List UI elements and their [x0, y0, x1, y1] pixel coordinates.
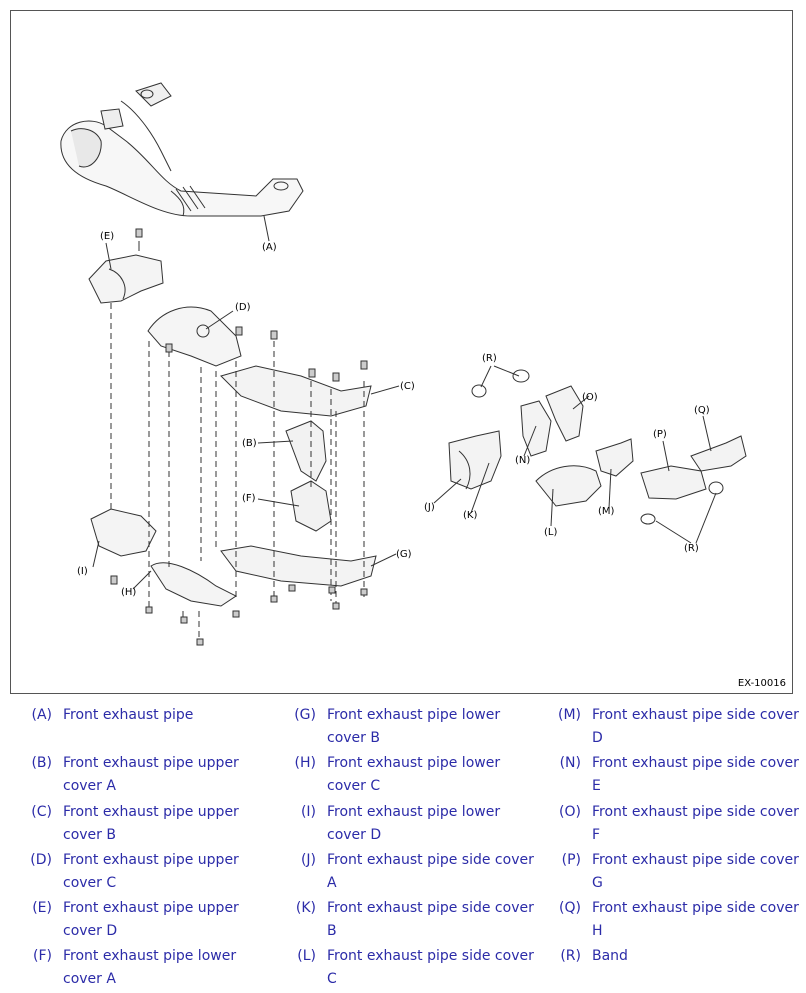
callout-b: (B)	[242, 438, 257, 449]
legend-text: Front exhaust pipe side cover A	[327, 852, 534, 891]
legend-code: (R)	[560, 948, 581, 964]
legend-text: Front exhaust pipe	[63, 707, 194, 723]
legend-code: (P)	[561, 852, 581, 868]
callout-r-bottom: (R)	[684, 543, 699, 554]
legend-code: (O)	[559, 804, 581, 820]
side-cover-g-drawing	[640, 465, 707, 500]
callout-e: (E)	[100, 231, 114, 242]
callout-a: (A)	[262, 242, 277, 253]
band-drawing	[471, 384, 487, 398]
legend-text: Front exhaust pipe side cover B	[327, 900, 534, 939]
side-cover-d-drawing	[595, 438, 634, 477]
callout-j: (J)	[424, 502, 435, 513]
callout-m: (M)	[598, 506, 615, 517]
lower-cover-b-drawing	[220, 545, 377, 587]
side-cover-h-drawing	[690, 435, 747, 472]
legend-text: Front exhaust pipe side cover C	[327, 948, 534, 987]
callout-g: (G)	[396, 549, 412, 560]
exploded-diagram: (A) (B) (C) (D) (E) (F) (G) (H) (I) (J) …	[10, 10, 793, 694]
side-cover-f-drawing	[545, 385, 584, 442]
diagram-svg: (A) (B) (C) (D) (E) (F) (G) (H) (I) (J) …	[60, 82, 747, 646]
upper-cover-b-drawing	[220, 365, 372, 417]
callout-p: (P)	[653, 429, 667, 440]
legend-code: (G)	[294, 707, 316, 723]
legend-code: (H)	[294, 755, 316, 771]
callout-c: (C)	[400, 381, 415, 392]
callout-d: (D)	[235, 302, 251, 313]
legend-text: Front exhaust pipe lower cover D	[327, 804, 501, 843]
callout-l: (L)	[544, 527, 557, 538]
legend-code: (F)	[33, 948, 52, 964]
legend-code: (D)	[30, 852, 52, 868]
legend-code: (K)	[295, 900, 316, 916]
legend-code: (C)	[31, 804, 52, 820]
legend-text: Front exhaust pipe upper cover B	[63, 804, 239, 843]
legend-text: Front exhaust pipe side cover F	[592, 804, 799, 843]
legend-code: (N)	[559, 755, 581, 771]
upper-cover-c-drawing	[147, 306, 242, 367]
legend-code: (A)	[31, 707, 52, 723]
callout-k: (K)	[463, 510, 477, 521]
legend-text: Front exhaust pipe side cover G	[592, 852, 799, 891]
legend-text: Front exhaust pipe lower cover C	[327, 755, 501, 794]
legend-text: Front exhaust pipe side cover D	[592, 707, 799, 746]
callout-o: (O)	[582, 392, 598, 403]
lower-cover-c-drawing	[150, 562, 237, 607]
callout-i: (I)	[77, 566, 88, 577]
legend-code: (J)	[300, 852, 316, 868]
legend-code: (I)	[300, 804, 316, 820]
legend-code: (E)	[32, 900, 52, 916]
legend-text: Front exhaust pipe upper cover A	[63, 755, 239, 794]
legend-code: (M)	[557, 707, 581, 723]
upper-cover-a-drawing	[285, 420, 327, 482]
legend-text: Front exhaust pipe side cover E	[592, 755, 799, 794]
legend-text: Front exhaust pipe side cover H	[592, 900, 799, 939]
upper-cover-d-drawing	[88, 254, 164, 304]
lower-cover-d-drawing	[90, 508, 157, 557]
legend-code: (Q)	[559, 900, 581, 916]
legend-code: (L)	[297, 948, 316, 964]
legend-text: Band	[592, 948, 628, 964]
callout-h: (H)	[121, 587, 136, 598]
side-cover-a-drawing	[448, 430, 502, 490]
front-exhaust-pipe-drawing	[60, 82, 304, 242]
legend-text: Front exhaust pipe upper cover D	[63, 900, 239, 939]
legend-text: Front exhaust pipe upper cover C	[63, 852, 239, 891]
callout-n: (N)	[515, 455, 530, 466]
side-cover-e-drawing	[520, 400, 552, 457]
side-cover-c-drawing	[535, 465, 602, 507]
callout-r-top: (R)	[482, 353, 497, 364]
figure-id: EX-10016	[737, 678, 786, 689]
legend-text: Front exhaust pipe lower cover A	[63, 948, 237, 987]
legend-text: Front exhaust pipe lower cover B	[327, 707, 501, 746]
callout-q: (Q)	[694, 405, 710, 416]
legend-code: (B)	[31, 755, 52, 771]
callout-f: (F)	[242, 493, 256, 504]
